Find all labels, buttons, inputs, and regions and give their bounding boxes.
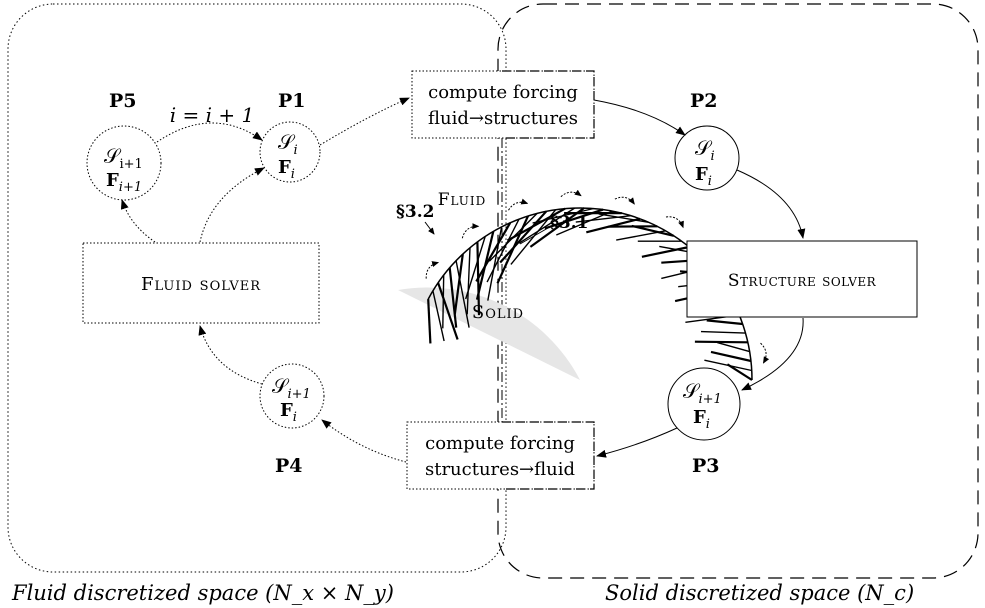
node-p2: 𝒮i Fi: [674, 125, 740, 191]
filament-line: [700, 330, 746, 334]
svg-text:𝒮i: 𝒮i: [695, 136, 715, 164]
filament-line: [532, 207, 594, 224]
filament-line: [465, 236, 486, 300]
solid-domain-label: Solid: [472, 302, 524, 323]
filament-line: [631, 224, 674, 237]
vortex-arrow: [560, 189, 582, 198]
step-label-p2: P2: [690, 90, 718, 112]
filament-line: [726, 363, 753, 381]
filament-line: [499, 210, 548, 264]
section-3-1-label: §3.1: [550, 213, 588, 233]
filament-line: [442, 275, 445, 329]
step-label-p3: P3: [692, 455, 720, 477]
filament-line: [717, 341, 750, 353]
filament-line: [455, 260, 470, 328]
vortex-arrow: [508, 198, 529, 211]
svg-text:Fi: Fi: [280, 400, 297, 425]
svg-text:structures→fluid: structures→fluid: [425, 459, 575, 480]
filament-line: [641, 245, 690, 258]
svg-text:Fluid solver: Fluid solver: [141, 274, 261, 295]
filament-line: [575, 215, 631, 223]
fluid-solver-box: Fluid solver: [82, 242, 320, 324]
vortex-arrow: [614, 196, 635, 205]
filament-line: [694, 340, 748, 344]
solid-region-border: [497, 3, 979, 579]
svg-text:Fi: Fi: [693, 407, 710, 432]
fluid-region-border: [7, 3, 507, 573]
vortex-arrow: [461, 223, 480, 239]
svg-text:𝒮i+1: 𝒮i+1: [104, 144, 143, 172]
filament-line: [475, 222, 512, 282]
flow-arrows: [120, 97, 806, 463]
section-3-1-pointer: [519, 227, 549, 245]
svg-text:compute forcing: compute forcing: [428, 82, 578, 103]
svg-text:Structure solver: Structure solver: [728, 271, 877, 291]
vortex-arrow: [760, 342, 770, 364]
vortex-arrow: [665, 216, 684, 229]
filament-line: [598, 213, 649, 223]
iteration-label: i = i + 1: [170, 103, 254, 127]
node-p1: 𝒮i Fi: [259, 121, 321, 183]
filament-line: [487, 226, 503, 301]
svg-text:Fi: Fi: [695, 164, 712, 189]
compute-forcing-bottom-box: compute forcing structures→fluid: [406, 421, 595, 490]
filament-line: [466, 247, 471, 315]
svg-text:fluid→structures: fluid→structures: [428, 108, 578, 129]
step-label-p4: P4: [275, 455, 303, 477]
svg-text:𝒮i+1: 𝒮i+1: [272, 374, 311, 402]
structure-solver-box: Structure solver: [686, 240, 918, 318]
compute-forcing-top-box: compute forcing fluid→structures: [411, 70, 595, 139]
svg-text:Fi: Fi: [278, 157, 295, 182]
fluid-space-caption: Fluid discretized space (N_x × N_y): [11, 581, 394, 605]
filament-line: [529, 207, 585, 248]
node-p5: 𝒮i+1 Fi+1: [86, 125, 162, 201]
filament-line: [432, 290, 445, 342]
svg-text:𝒮i+1: 𝒮i+1: [683, 379, 722, 407]
filament-line: [453, 253, 464, 315]
section-3-2-label: §3.2: [396, 202, 434, 222]
step-label-p1: P1: [278, 90, 306, 112]
svg-text:𝒮i: 𝒮i: [278, 130, 298, 158]
filament-line: [710, 350, 752, 363]
filament-line: [706, 319, 743, 326]
filament-line: [506, 207, 566, 242]
node-p4: 𝒮i+1 Fi: [259, 363, 325, 429]
svg-text:Fi+1: Fi+1: [106, 170, 142, 195]
filament-line: [448, 267, 458, 328]
node-p3: 𝒮i+1 Fi: [667, 367, 741, 441]
vortex-arrow: [425, 261, 440, 279]
filament-line: [427, 299, 432, 344]
fluid-domain-label: Fluid: [438, 190, 487, 210]
section-3-2-pointer: [424, 221, 435, 235]
filament-line: [486, 218, 520, 283]
step-label-p5: P5: [109, 90, 137, 112]
svg-text:compute forcing: compute forcing: [425, 433, 575, 454]
filament-line: [437, 282, 459, 340]
solid-space-caption: Solid discretized space (N_c): [605, 581, 914, 605]
